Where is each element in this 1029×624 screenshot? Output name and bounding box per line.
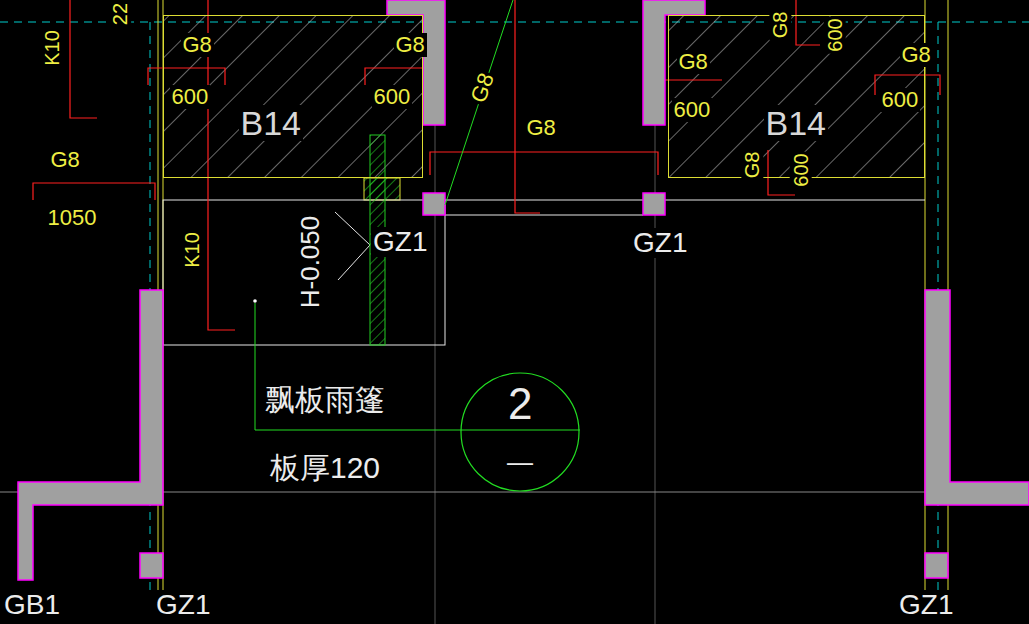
wall — [925, 290, 1029, 505]
dimension-text: 600 — [372, 85, 413, 109]
elevation-text: H-0.050 — [296, 214, 324, 311]
rebar-label: K10 — [181, 230, 203, 270]
column — [643, 193, 665, 215]
rebar-bracket — [430, 152, 658, 175]
rebar-label: G8 — [677, 50, 710, 74]
rebar-label: G8 — [525, 116, 558, 140]
column-label: GZ1 — [897, 590, 955, 620]
rebar-line — [70, 0, 97, 118]
rebar-label: G8 — [900, 43, 933, 67]
rebar-label: G8 — [181, 33, 214, 57]
node-text: B14 — [764, 105, 829, 141]
canopy-edge — [163, 200, 445, 345]
dimension-text: 600 — [672, 98, 713, 122]
dimension-text: 600 — [880, 88, 921, 112]
dimension-text: 600 — [823, 16, 845, 53]
wall-label: GB1 — [2, 590, 62, 620]
rebar-label: K10 — [41, 28, 63, 68]
column-label: GZ1 — [154, 590, 212, 620]
rebar-label: G8 — [49, 148, 82, 172]
green-leaders — [253, 0, 513, 430]
rebar-bracket — [33, 183, 155, 200]
node-text: 2 — [506, 381, 534, 427]
rebar-label: G8 — [769, 10, 791, 41]
dimension-text: 1050 — [46, 206, 99, 230]
rebar-bracket — [148, 68, 225, 85]
elevation-symbol — [335, 212, 370, 280]
walls — [18, 0, 1029, 580]
rebar-lines — [33, 0, 940, 330]
column-label: GZ1 — [631, 228, 689, 258]
note-text: 飘板雨篷 — [263, 384, 387, 416]
rebar-label: G8 — [394, 33, 427, 57]
note-text: 板厚120 — [268, 452, 382, 484]
rebar-label: G8 — [465, 68, 499, 108]
leader-line — [255, 303, 460, 430]
circle-divider — [460, 430, 580, 431]
rebar-line — [515, 0, 540, 213]
column — [423, 193, 445, 215]
column — [140, 553, 163, 578]
rebar-line — [796, 0, 820, 45]
section-circle: 2— — [460, 372, 580, 492]
dimension-text: 600 — [170, 85, 211, 109]
dimension-text: 22 — [109, 1, 131, 27]
dimension-text: 600 — [789, 151, 811, 188]
rebar-label: G8 — [741, 150, 763, 181]
circle-outline — [461, 373, 579, 491]
leader-line — [445, 0, 513, 205]
node-text: B14 — [239, 105, 304, 141]
wall — [18, 290, 163, 580]
yellow-edge-lines — [158, 0, 948, 590]
node-text: — — [505, 448, 535, 476]
column — [925, 553, 948, 578]
column-label: GZ1 — [371, 227, 429, 257]
canopy-outline — [163, 200, 925, 345]
beam-line — [445, 200, 925, 201]
leader-dot — [253, 299, 257, 303]
beam-line — [445, 215, 643, 216]
